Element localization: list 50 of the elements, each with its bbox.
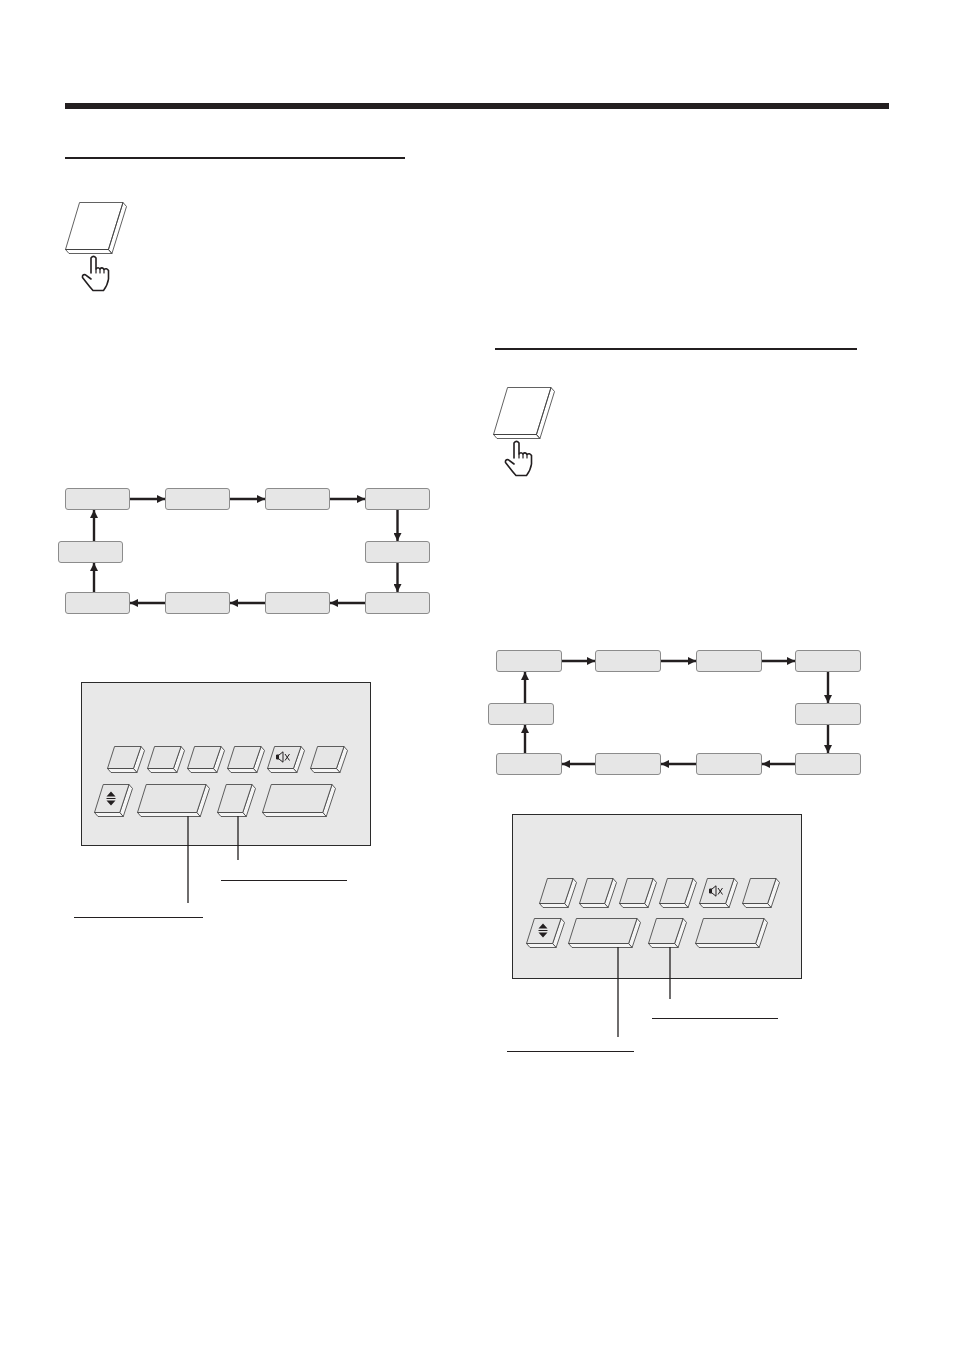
flow-box (365, 488, 430, 510)
flow-box (265, 488, 330, 510)
arrow (521, 672, 529, 703)
control-panel (81, 682, 371, 846)
arrow (90, 563, 98, 592)
keypad-key (137, 784, 210, 817)
keypad-key (568, 918, 641, 948)
leader-line (669, 946, 671, 1000)
flow-box (595, 650, 661, 672)
arrow (130, 495, 165, 503)
flow-box (365, 592, 430, 614)
flow-box (488, 703, 554, 725)
leader-line (617, 946, 619, 1038)
leader-line (187, 815, 189, 904)
flow-box (165, 488, 230, 510)
arrow (661, 760, 696, 768)
arrow (230, 495, 265, 503)
control-panel (512, 814, 802, 979)
arrow (762, 657, 795, 665)
arrow (824, 672, 832, 703)
flow-box (65, 592, 130, 614)
arrow (824, 725, 832, 753)
arrow (762, 760, 795, 768)
flow-box (265, 592, 330, 614)
arrow (521, 725, 529, 753)
flow-box (696, 753, 762, 775)
arrow (90, 510, 98, 541)
arrow (562, 657, 595, 665)
flow-box (496, 650, 562, 672)
arrow (661, 657, 696, 665)
keypad-key (648, 918, 687, 948)
arrow (230, 599, 265, 607)
flow-box (595, 753, 661, 775)
arrow (393, 510, 402, 541)
flow-box (795, 753, 861, 775)
flow-box (365, 541, 430, 563)
arrow (330, 495, 365, 503)
flow-box (65, 488, 130, 510)
arrow (330, 599, 365, 607)
flow-box (58, 541, 123, 563)
arrow (562, 760, 595, 768)
leader-line (237, 815, 239, 861)
flow-box (165, 592, 230, 614)
keypad-key (217, 784, 256, 817)
arrow (393, 563, 402, 592)
flow-box (696, 650, 762, 672)
flow-box (795, 650, 861, 672)
flow-box (795, 703, 861, 725)
arrow (130, 599, 165, 607)
flow-box (496, 753, 562, 775)
